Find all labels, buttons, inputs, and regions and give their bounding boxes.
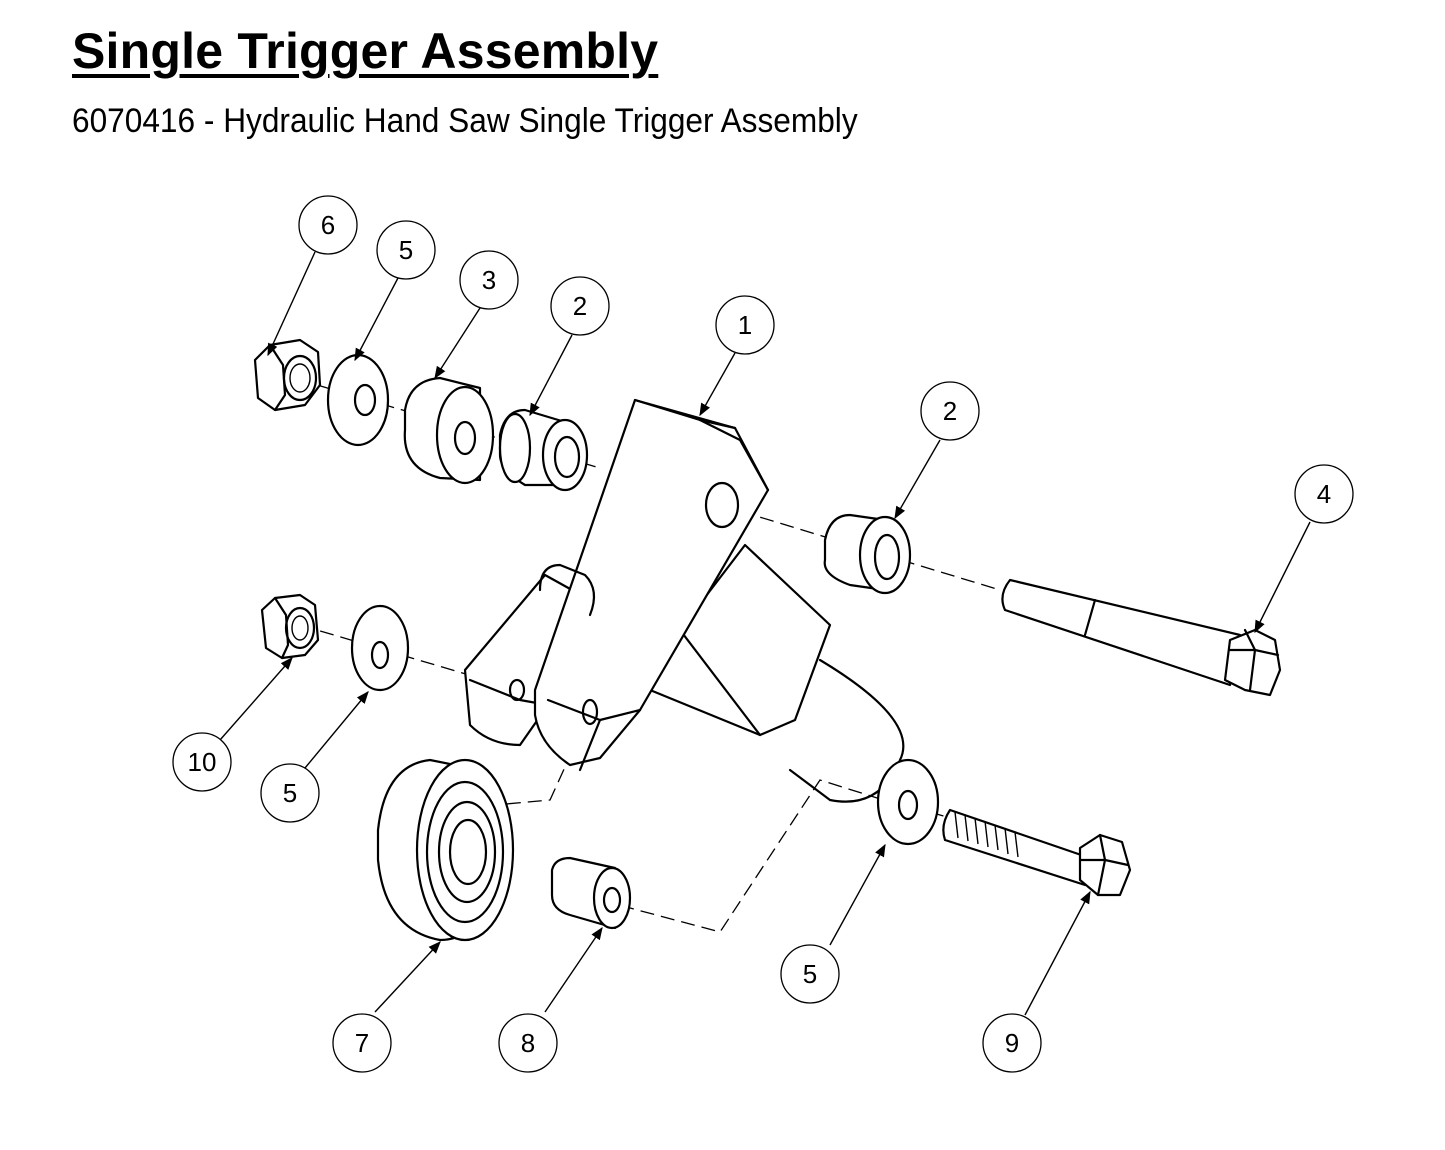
nut-lower: [260, 593, 320, 660]
balloon-1: 1: [715, 295, 775, 355]
assembly-subtitle: 6070416 - Hydraulic Hand Saw Single Trig…: [72, 102, 858, 140]
washer-right: [876, 758, 940, 846]
balloon-8: 8: [498, 1013, 558, 1073]
balloon-5-left: 5: [260, 763, 320, 823]
balloon-3-label: 3: [482, 265, 496, 295]
hex-bolt: [942, 808, 1132, 897]
flanged-bushing-right: [823, 513, 912, 595]
shoulder-bolt: [1001, 578, 1282, 697]
nylock-nut-top: [253, 338, 322, 412]
balloon-10-label: 10: [188, 747, 217, 777]
balloon-2-top: 2: [550, 276, 610, 336]
washer-lower-left: [350, 604, 410, 692]
balloon-8-label: 8: [521, 1028, 535, 1058]
balloon-2-right-label: 2: [943, 396, 957, 426]
balloon-7: 7: [332, 1013, 392, 1073]
balloon-9: 9: [982, 1013, 1042, 1073]
balloon-7-label: 7: [355, 1028, 369, 1058]
balloon-5-right: 5: [780, 944, 840, 1004]
balloon-9-label: 9: [1005, 1028, 1019, 1058]
bearing-wheel: [376, 758, 515, 942]
spacer-large: [403, 376, 495, 485]
washer-top: [326, 353, 390, 447]
balloon-5-right-label: 5: [803, 959, 817, 989]
balloon-2-top-label: 2: [573, 291, 587, 321]
spacer-small: [550, 856, 632, 930]
leader-lines: [219, 251, 1311, 1016]
balloon-10: 10: [172, 732, 232, 792]
flanged-bushing-top: [498, 408, 589, 492]
balloon-6-label: 6: [321, 210, 335, 240]
balloon-2-right: 2: [920, 381, 980, 441]
balloon-1-label: 1: [738, 310, 752, 340]
balloon-4: 4: [1294, 464, 1354, 524]
balloon-6: 6: [298, 195, 358, 255]
balloon-5-top-label: 5: [399, 235, 413, 265]
balloon-5-top: 5: [376, 220, 436, 280]
trigger-bracket: [463, 398, 905, 803]
balloon-3: 3: [459, 250, 519, 310]
balloon-5-left-label: 5: [283, 778, 297, 808]
page-title: Single Trigger Assembly: [72, 23, 659, 79]
balloon-4-label: 4: [1317, 479, 1331, 509]
